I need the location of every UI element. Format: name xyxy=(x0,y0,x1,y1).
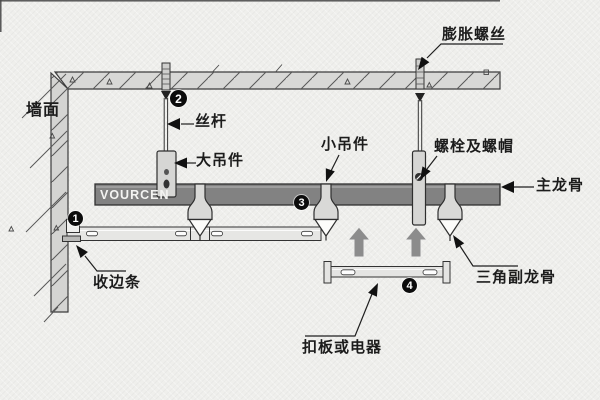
wall-marks xyxy=(8,132,60,232)
label-edge-trim: 收边条 xyxy=(93,274,142,291)
arrowhead-edge-trim xyxy=(76,245,88,258)
label-wall: 墙面 xyxy=(26,102,61,119)
suspension-clip-3 xyxy=(437,183,463,241)
arrowhead-triangle-keel xyxy=(453,235,465,249)
label-bolt-and-nut: 螺栓及螺帽 xyxy=(434,138,515,155)
arrowhead-panel xyxy=(368,283,378,297)
threaded-rod-left xyxy=(161,62,171,154)
up-arrow-right xyxy=(403,226,429,258)
arrowhead-large-hanger xyxy=(174,157,187,169)
wall-hatch-extensions xyxy=(21,73,68,323)
label-threaded-rod: 丝杆 xyxy=(195,113,228,130)
expansion-screw-right xyxy=(415,58,425,90)
label-panel-or-device: 扣板或电器 xyxy=(302,339,383,356)
label-small-hanger: 小吊件 xyxy=(321,136,370,153)
rail-slots xyxy=(86,230,313,237)
label-triangle-sub-keel: 三角副龙骨 xyxy=(476,269,557,286)
arrowhead-bolt-nut xyxy=(420,166,431,180)
arrowhead-expansion-screw xyxy=(418,56,430,70)
expansion-screw-left xyxy=(161,62,171,91)
panel-profile xyxy=(323,261,451,284)
step-badge-3: 3 xyxy=(294,195,309,210)
leader-arrowheads xyxy=(76,56,514,297)
step-badge-2: 2 xyxy=(170,90,187,107)
label-expansion-screw: 膨胀螺丝 xyxy=(442,26,507,43)
arrowhead-main-keel xyxy=(501,181,514,193)
suspension-clip-2 xyxy=(313,183,339,241)
concrete-marks xyxy=(69,64,489,89)
step-badge-1: 1 xyxy=(68,211,83,226)
threaded-rod-right xyxy=(415,58,425,153)
arrowhead-threaded-rod xyxy=(167,118,180,130)
arrowhead-small-hanger xyxy=(325,168,335,182)
leader-lines xyxy=(84,43,534,337)
bolt-hanger-bracket xyxy=(411,150,427,226)
large-hanger xyxy=(156,150,177,198)
rod-connector-arrow xyxy=(415,93,425,102)
rod-connector-arrow xyxy=(161,91,171,100)
lower-rail xyxy=(66,226,322,241)
label-main-keel: 主龙骨 xyxy=(536,177,585,194)
suspension-clip-1 xyxy=(187,183,213,241)
brand-text: VOURCEN xyxy=(100,188,170,202)
panel-slots xyxy=(340,269,438,276)
step-badge-4: 4 xyxy=(402,278,417,293)
up-arrow-left xyxy=(346,226,372,258)
wall-surface xyxy=(8,71,69,323)
ceiling-slab xyxy=(53,64,501,90)
label-large-hanger: 大吊件 xyxy=(196,152,245,169)
